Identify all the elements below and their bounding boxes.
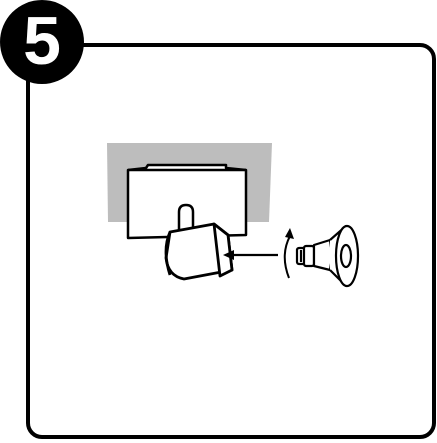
spot-bulb <box>295 224 360 288</box>
insert-arrow <box>223 250 278 260</box>
step-frame <box>26 43 436 439</box>
rotate-arrow <box>283 228 294 279</box>
lamp-socket <box>164 222 234 281</box>
step-number: 5 <box>23 3 61 79</box>
step-badge: 5 <box>0 0 84 84</box>
socket-stem <box>177 203 195 230</box>
